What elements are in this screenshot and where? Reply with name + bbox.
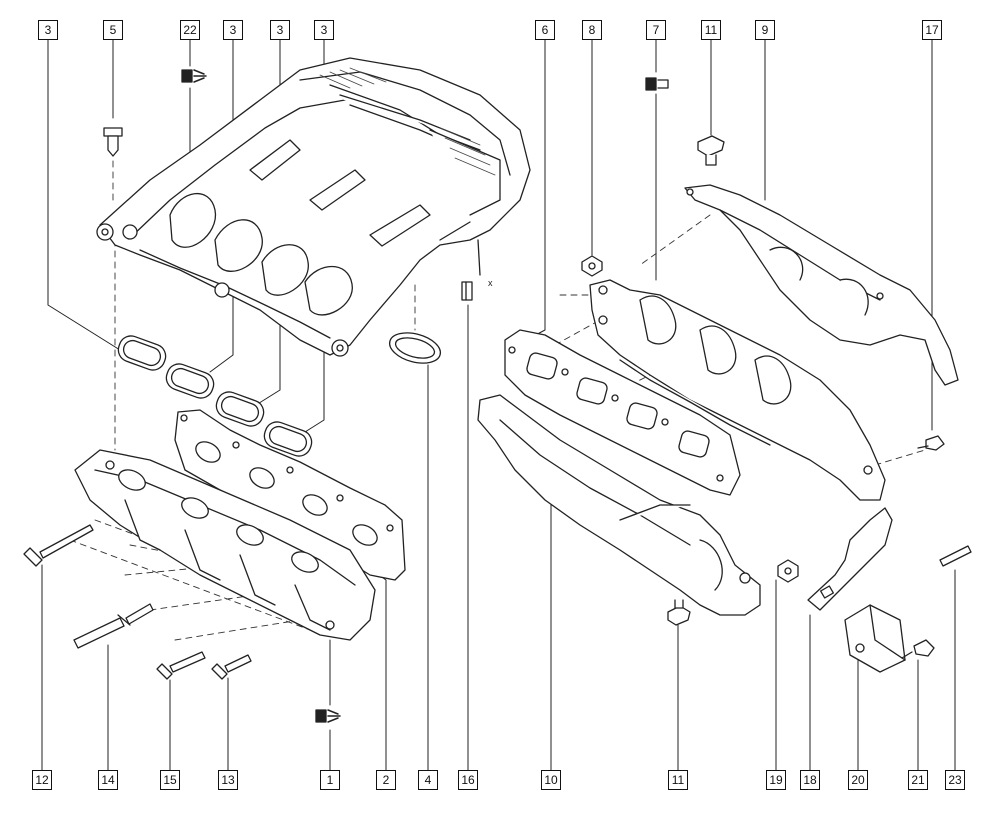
intake-plenum	[96, 57, 531, 357]
callout-17[interactable]: 17	[922, 20, 942, 40]
callout-16[interactable]: 16	[458, 770, 478, 790]
callout-22[interactable]: 22	[180, 20, 200, 40]
exhaust-manifold	[589, 279, 886, 501]
heat-shield-lower	[477, 394, 761, 616]
callout-11-bottom[interactable]: 11	[668, 770, 688, 790]
bolt-11-bottom	[667, 599, 691, 626]
nut-8	[581, 255, 603, 277]
callout-20[interactable]: 20	[848, 770, 868, 790]
bolt-11-top	[697, 135, 725, 166]
callout-23[interactable]: 23	[945, 770, 965, 790]
callout-3-b[interactable]: 3	[223, 20, 243, 40]
callout-15[interactable]: 15	[160, 770, 180, 790]
exhaust-gasket-6	[504, 329, 741, 496]
callout-5[interactable]: 5	[103, 20, 123, 40]
heat-shield-upper	[684, 184, 959, 386]
clip-7	[645, 77, 669, 91]
callout-3-d[interactable]: 3	[314, 20, 334, 40]
stud-23	[939, 545, 972, 567]
callout-9[interactable]: 9	[755, 20, 775, 40]
lower-intake-manifold	[74, 449, 376, 641]
callout-1[interactable]: 1	[320, 770, 340, 790]
bracket-18	[807, 507, 893, 611]
callout-10[interactable]: 10	[541, 770, 561, 790]
bolt-13	[211, 654, 252, 680]
callout-2[interactable]: 2	[376, 770, 396, 790]
bolt-5	[103, 127, 123, 157]
stud-16	[461, 281, 473, 301]
callout-11-top[interactable]: 11	[701, 20, 721, 40]
bolt-15	[156, 651, 206, 680]
callout-12[interactable]: 12	[32, 770, 52, 790]
manifold-gasket-2	[174, 409, 406, 581]
callout-21[interactable]: 21	[908, 770, 928, 790]
bolt-17	[917, 435, 945, 451]
callout-14[interactable]: 14	[98, 770, 118, 790]
callout-3-a[interactable]: 3	[38, 20, 58, 40]
ring-gasket-4	[388, 332, 442, 364]
callout-18[interactable]: 18	[800, 770, 820, 790]
clip-22	[181, 69, 207, 83]
callout-13[interactable]: 13	[218, 770, 238, 790]
bolt-21	[901, 639, 935, 659]
nut-19	[777, 559, 799, 583]
bolt-12	[23, 524, 94, 567]
callout-8[interactable]: 8	[582, 20, 602, 40]
bracket-20	[844, 604, 906, 673]
callout-6[interactable]: 6	[535, 20, 555, 40]
plenum-ribs	[319, 67, 496, 176]
callout-3-c[interactable]: 3	[270, 20, 290, 40]
callout-4[interactable]: 4	[418, 770, 438, 790]
callout-7[interactable]: 7	[646, 20, 666, 40]
callout-19[interactable]: 19	[766, 770, 786, 790]
small-mark: x	[488, 278, 493, 288]
bolt-14	[73, 603, 154, 649]
clip-1	[315, 709, 341, 723]
leader-lines-bottom	[41, 304, 956, 771]
ring-gaskets-3	[117, 335, 313, 457]
